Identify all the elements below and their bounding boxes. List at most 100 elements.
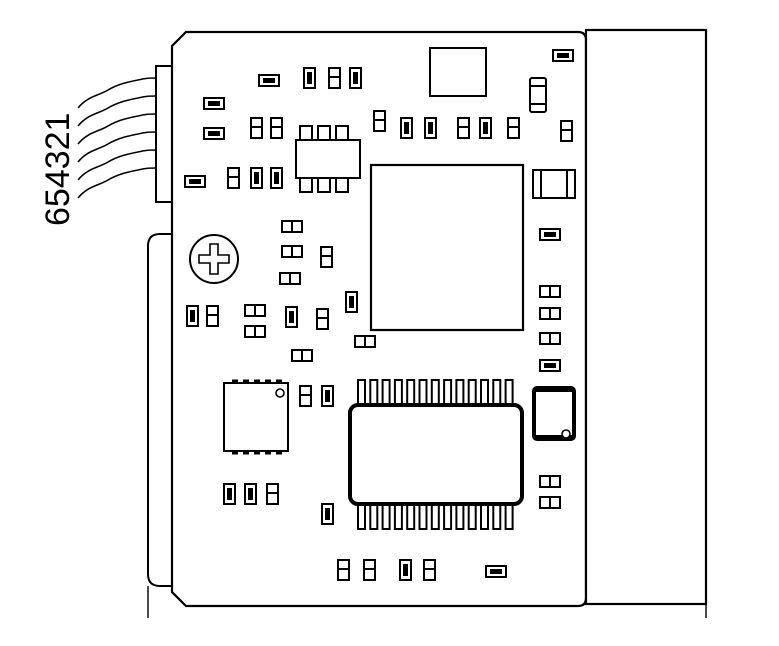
smd-capacitor: [354, 335, 376, 348]
soic-pin: [406, 502, 416, 530]
wire-1: [77, 77, 157, 109]
smd-resistor: [186, 305, 199, 327]
soic-pin: [393, 379, 403, 407]
smd-resistor: [250, 117, 263, 139]
connector-tab: [155, 65, 173, 203]
smd-capacitor: [244, 325, 266, 338]
smd-resistor: [270, 167, 283, 189]
smd-resistor: [303, 67, 316, 89]
smd-resistor: [321, 385, 334, 407]
soic-pin: [381, 502, 391, 530]
smd-resistor: [206, 305, 219, 327]
side-rail-left: [147, 233, 172, 587]
smd-capacitor: [539, 359, 561, 372]
soic-pin: [467, 379, 477, 407]
wire-3: [77, 113, 157, 145]
sot-leg: [335, 125, 349, 141]
sot-leg: [299, 125, 313, 141]
soic-pin: [443, 379, 453, 407]
qfn-pads: [232, 379, 282, 455]
soic-pin: [430, 379, 440, 407]
soic-pin: [480, 379, 489, 407]
soic-pin: [492, 379, 502, 407]
soic-pin: [504, 379, 514, 407]
wire-6: [77, 167, 157, 199]
soic-pin: [467, 502, 477, 530]
smd-resistor: [345, 291, 358, 313]
smd-capacitor: [485, 565, 507, 578]
smd-resistor: [244, 483, 257, 505]
smd-resistor: [223, 483, 236, 505]
smd-capacitor: [281, 245, 303, 258]
sot-ic: [295, 139, 361, 179]
smd-resistor: [316, 308, 329, 330]
soic-pin: [504, 502, 514, 530]
soic-pin: [418, 502, 428, 530]
smd-resistor: [328, 67, 341, 89]
smd-capacitor: [203, 127, 225, 140]
smd-capacitor: [203, 97, 225, 110]
smd-resistor: [270, 117, 283, 139]
sot-leg: [317, 125, 331, 141]
smd-resistor: [479, 117, 492, 139]
smd-resistor: [400, 117, 413, 139]
smd-resistor: [250, 167, 263, 189]
smd-capacitor: [539, 228, 561, 241]
small-ic-marker-icon: [561, 429, 571, 439]
pin1-marker-icon: [275, 388, 285, 398]
main-processor-chip: [369, 163, 525, 332]
smd-resistor: [227, 167, 240, 189]
smd-capacitor: [539, 285, 561, 298]
capacitor-tall: [529, 77, 547, 113]
smd-capacitor: [244, 304, 266, 317]
smd-resistor: [373, 110, 386, 132]
smd-resistor: [266, 483, 279, 505]
sot-leg: [335, 177, 349, 193]
smd-capacitor: [281, 220, 303, 233]
soic-pin: [369, 379, 379, 407]
wire-4: [77, 131, 157, 163]
smd-components: [184, 49, 574, 581]
soic-pin: [492, 502, 502, 530]
soic-chip: [348, 403, 524, 506]
soic-pin: [480, 502, 489, 530]
smd-capacitor: [258, 74, 280, 87]
sot-ic-legs: [299, 125, 349, 193]
smd-resistor: [320, 246, 333, 268]
soic-pin: [455, 379, 465, 407]
wire-2: [77, 95, 157, 127]
soic-pin: [393, 502, 403, 530]
smd-resistor: [423, 559, 436, 581]
smd-resistor: [457, 117, 470, 139]
sot-leg: [299, 177, 313, 193]
smd-resistor: [285, 306, 298, 328]
smd-capacitor: [291, 349, 313, 362]
soic-pin: [381, 379, 391, 407]
soic-pin: [369, 502, 379, 530]
wire-5: [77, 149, 157, 181]
soic-pin: [406, 379, 416, 407]
smd-resistor: [299, 385, 312, 407]
smd-resistor: [363, 559, 376, 581]
smd-capacitor: [539, 307, 561, 320]
smd-capacitor: [552, 49, 574, 62]
qfn-chip: [223, 382, 289, 452]
smd-resistor: [321, 503, 334, 525]
connector-pin-numbers: 654321: [39, 113, 77, 226]
small-ic: [532, 386, 576, 441]
smd-resistor: [507, 117, 520, 139]
smd-resistor: [560, 120, 573, 142]
right-header-connector: [584, 28, 708, 606]
soic-pin: [418, 379, 428, 407]
smd-capacitor: [539, 496, 561, 509]
smd-resistor: [424, 117, 437, 139]
soic-pin: [357, 502, 366, 530]
soic-pin: [443, 502, 453, 530]
smd-capacitor: [279, 272, 301, 285]
component-square: [429, 47, 487, 97]
smd-capacitor: [539, 332, 561, 345]
smd-capacitor: [539, 475, 561, 488]
smd-resistor: [349, 67, 362, 89]
sot-leg: [317, 177, 331, 193]
